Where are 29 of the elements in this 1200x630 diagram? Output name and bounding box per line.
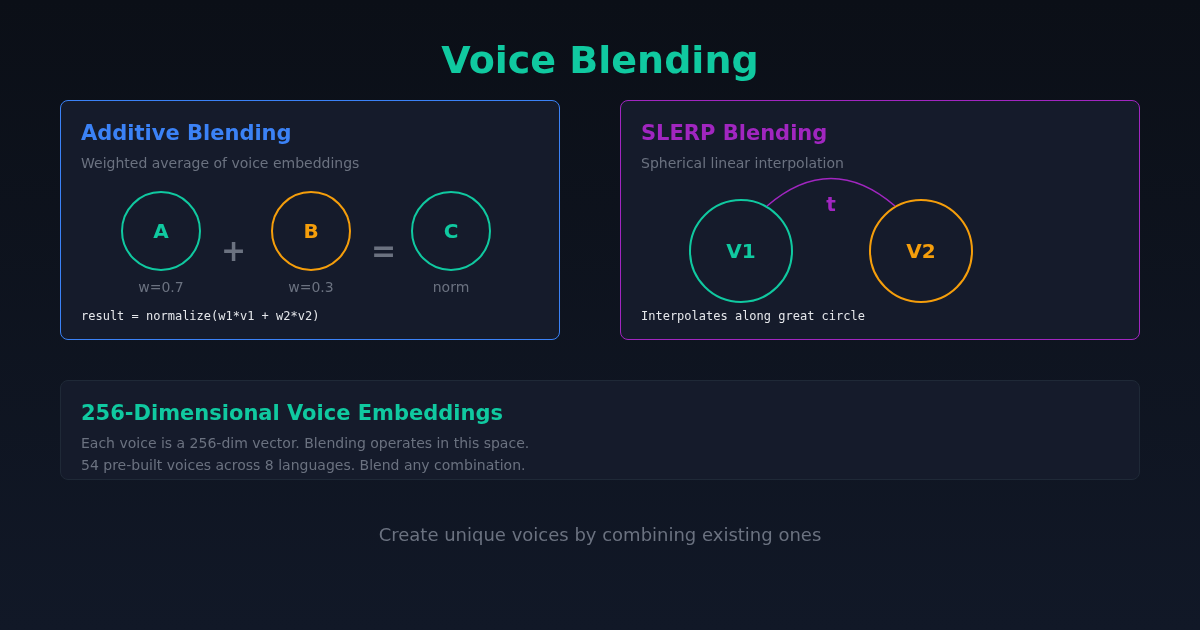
circle-label: V1 [726, 239, 756, 263]
code-line: result = normalize(w1*v1 + w2*v2) [81, 309, 320, 323]
code-line: Interpolates along great circle [641, 309, 865, 323]
operator-sign: + [221, 233, 247, 268]
panel-text: Each voice is a 256-dim vector. Blending operates in this space. [81, 435, 530, 451]
panel-heading: 256-Dimensional Voice Embeddings [81, 401, 503, 425]
panel-card [60, 100, 560, 340]
weight-label: w=0.7 [137, 279, 185, 295]
voice-circle [689, 199, 793, 303]
weight-label: w=0.3 [287, 279, 335, 295]
voice-circle [869, 199, 973, 303]
panel-text: 54 pre-built voices across 8 languages. Blend any combination. [81, 457, 526, 473]
panel-heading: Additive Blending [81, 121, 292, 145]
panel-text: Spherical linear interpolation [641, 155, 844, 171]
circle-label: B [303, 219, 319, 243]
panel-text: Weighted average of voice embeddings [81, 155, 360, 171]
voice-circle [121, 191, 201, 271]
voice-circle [271, 191, 351, 271]
panel-card [620, 100, 1140, 340]
diagram-caption: Create unique voices by combining existing ones [377, 524, 823, 545]
weight-label: norm [431, 279, 471, 295]
operator-sign: = [371, 233, 397, 268]
interpolation-arc [766, 177, 896, 207]
circle-label: V2 [906, 239, 936, 263]
panel-heading: SLERP Blending [641, 121, 828, 145]
diagram-title: Voice Blending [440, 38, 760, 82]
voice-circle [411, 191, 491, 271]
circle-label: A [153, 219, 169, 243]
circle-label: C [443, 219, 459, 243]
